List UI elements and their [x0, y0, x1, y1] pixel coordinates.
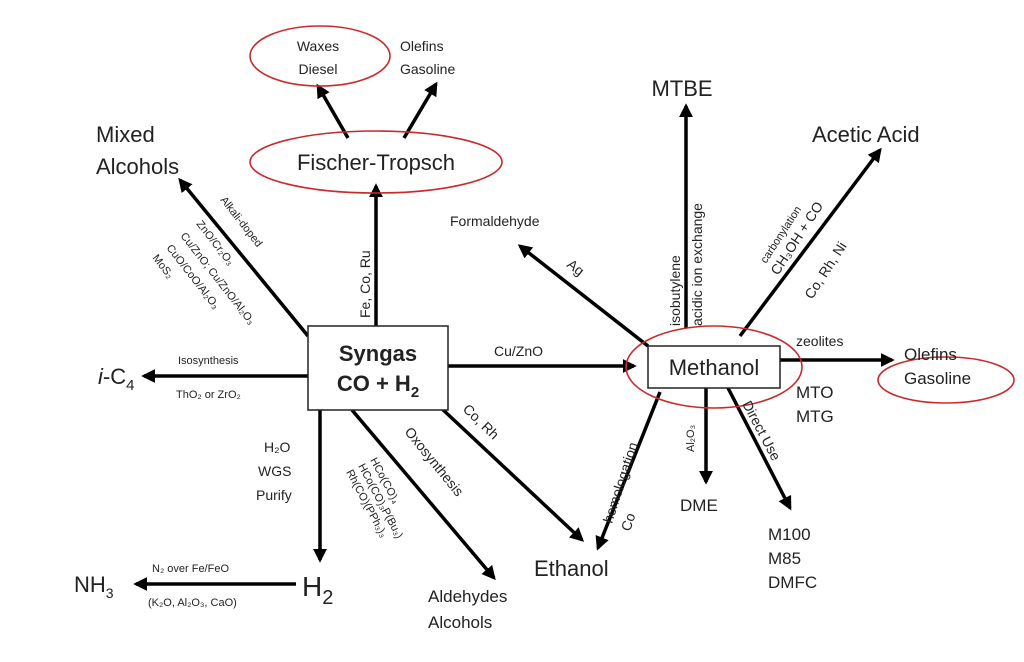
- tho2-zro2-label: ThO₂ or ZrO₂: [176, 389, 241, 401]
- mtg-label: MTG: [796, 407, 834, 426]
- k2o-al2o3-cao-label: (K₂O, Al₂O₃, CaO): [148, 597, 237, 609]
- olefins-methanol-label: Olefins: [904, 345, 957, 364]
- formaldehyde-label: Formaldehyde: [450, 213, 540, 229]
- arrow-ft-to-waxes: [316, 83, 350, 139]
- isobutylene-label: isobutylene: [667, 255, 683, 326]
- arrow-syngas-to-mixed-alcohols: [178, 177, 310, 338]
- alcohols-label: Alcohols: [428, 613, 492, 632]
- ic4-label: i-C4: [98, 364, 134, 394]
- syngas-label: Syngas: [339, 341, 417, 366]
- gasoline-methanol-label: Gasoline: [904, 369, 971, 388]
- fe-co-ru-label: Fe, Co, Ru: [357, 250, 373, 318]
- methanol-label: Methanol: [669, 355, 760, 380]
- gasoline-ft-label: Gasoline: [400, 61, 455, 77]
- arrow-ft-to-olefins: [402, 81, 438, 139]
- arrow-methanol-to-acetic-acid: [738, 147, 882, 338]
- methanol-box: [647, 345, 781, 389]
- highlight-ring-waxes-diesel: [249, 25, 391, 87]
- reaction-arrows: [133, 81, 895, 591]
- purify-label: Purify: [256, 487, 292, 503]
- highlight-ring-methanol: [625, 325, 803, 409]
- arrow-methanol-to-direct-use: [726, 387, 792, 511]
- mtbe-label: MTBE: [651, 76, 712, 101]
- highlight-ring-gasoline: [877, 356, 1015, 404]
- wgs-label: WGS: [258, 463, 291, 479]
- acetic-acid-label: Acetic Acid: [812, 122, 920, 147]
- syngas-formula: CO + H2: [337, 371, 419, 401]
- waxes-label: Waxes: [297, 38, 339, 54]
- fischer-tropsch-label: Fischer-Tropsch: [297, 150, 455, 175]
- m100-label: M100: [768, 525, 811, 544]
- nh3-label: NH3: [74, 572, 114, 601]
- al2o3-label: Al₂O₃: [685, 425, 697, 452]
- arrow-labels: Cu/ZnO Fe, Co, Ru Isosynthesis ThO₂ or Z…: [148, 194, 850, 609]
- oxosynthesis-label: Oxosynthesis: [402, 424, 467, 499]
- h2o-label: H₂O: [264, 439, 291, 455]
- co-rh-ethanol-label: Co, Rh: [460, 401, 502, 443]
- highlight-rings: [249, 25, 1015, 409]
- m85-label: M85: [768, 549, 801, 568]
- ethanol-label: Ethanol: [534, 556, 609, 581]
- alkali-doped-label: Alkali-doped: [218, 194, 265, 249]
- n2-over-fe-label: N₂ over Fe/FeO: [152, 563, 229, 575]
- isosynthesis-label: Isosynthesis: [178, 355, 239, 367]
- arrow-methanol-to-ethanol: [595, 391, 662, 551]
- dme-label: DME: [680, 496, 718, 515]
- highlight-ring-fischer-tropsch: [249, 130, 503, 194]
- cu-zno-label: Cu/ZnO: [494, 343, 543, 359]
- homologation-label: homologation: [600, 440, 641, 525]
- olefins-ft-label: Olefins: [400, 38, 444, 54]
- h2-product-label: H2: [302, 571, 333, 609]
- co-rh-ni-label: Co, Rh, Ni: [801, 239, 850, 302]
- arrow-syngas-to-ethanol: [422, 390, 585, 542]
- diesel-label: Diesel: [299, 61, 338, 77]
- mixed-alcohols-label-2: Alcohols: [96, 154, 179, 179]
- dmfc-label: DMFC: [768, 573, 817, 592]
- co-homologation-label: Co: [618, 511, 639, 533]
- syngas-box: [307, 325, 449, 411]
- mto-label: MTO: [796, 383, 833, 402]
- ag-label: Ag: [564, 256, 587, 279]
- acidic-ion-exchange-label: acidic ion exchange: [689, 203, 705, 326]
- node-labels: Syngas CO + H2 Methanol Fischer-Tropsch …: [74, 38, 971, 632]
- arrow-syngas-to-aldehydes: [350, 408, 496, 581]
- mixed-alcohols-label-1: Mixed: [96, 122, 155, 147]
- zeolites-label: zeolites: [796, 333, 843, 349]
- arrow-methanol-to-formaldehyde: [517, 244, 650, 348]
- aldehydes-label: Aldehydes: [428, 587, 507, 606]
